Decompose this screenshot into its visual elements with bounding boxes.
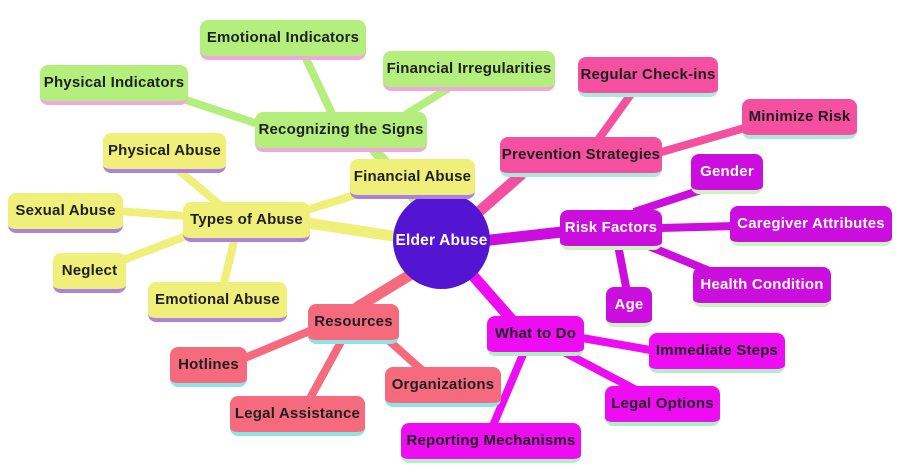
- edge-resources-to-legal-assistance: [304, 338, 346, 404]
- edge-risk-factors-to-caregiver-attributes: [659, 222, 737, 232]
- node-physical-abuse: Physical Abuse: [103, 133, 226, 173]
- node-resources: Resources: [308, 304, 399, 344]
- edge-types-of-abuse-to-neglect: [116, 229, 196, 266]
- node-sexual-abuse: Sexual Abuse: [8, 193, 123, 233]
- node-financial-abuse: Financial Abuse: [350, 159, 475, 199]
- edge-what-to-do-to-legal-options: [558, 346, 642, 396]
- node-organizations: Organizations: [385, 367, 501, 407]
- node-legal-assistance: Legal Assistance: [230, 396, 365, 436]
- edge-prevention-strategies-to-minimize-risk: [656, 123, 750, 157]
- node-what-to-do: What to Do: [487, 316, 584, 356]
- edge-prevention-strategies-to-root: [470, 169, 526, 221]
- node-elder-abuse: Elder Abuse: [393, 192, 490, 289]
- node-age: Age: [606, 287, 652, 327]
- edge-recognizing-the-signs-to-physical-indicators: [178, 94, 260, 128]
- node-caregiver-attributes: Caregiver Attributes: [730, 206, 892, 246]
- edge-what-to-do-to-immediate-steps: [581, 334, 657, 355]
- node-gender: Gender: [691, 154, 763, 194]
- edge-what-to-do-to-root: [463, 266, 517, 324]
- node-minimize-risk: Minimize Risk: [742, 99, 857, 139]
- edge-risk-factors-to-age: [614, 244, 631, 293]
- node-emotional-abuse: Emotional Abuse: [148, 282, 287, 322]
- edge-risk-factors-to-root: [481, 226, 563, 247]
- edge-resources-to-root: [353, 265, 421, 313]
- node-types-of-abuse: Types of Abuse: [183, 202, 310, 242]
- edge-prevention-strategies-to-regular-check-ins: [594, 87, 638, 143]
- edge-types-of-abuse-to-physical-abuse: [173, 164, 223, 209]
- node-financial-irregularities: Financial Irregularities: [383, 51, 555, 91]
- edge-what-to-do-to-reporting-mechanisms: [488, 350, 528, 430]
- node-neglect: Neglect: [53, 253, 126, 293]
- node-prevention-strategies: Prevention Strategies: [500, 137, 662, 177]
- edge-recognizing-the-signs-to-emotional-indicators: [299, 50, 336, 116]
- edge-types-of-abuse-to-emotional-abuse: [219, 236, 239, 288]
- node-reporting-mechanisms: Reporting Mechanisms: [401, 423, 581, 463]
- edge-types-of-abuse-to-sexual-abuse: [115, 207, 187, 220]
- node-immediate-steps: Immediate Steps: [649, 333, 785, 373]
- node-recognizing-the-signs: Recognizing the Signs: [255, 112, 427, 152]
- node-hotlines: Hotlines: [170, 347, 247, 387]
- node-legal-options: Legal Options: [605, 386, 720, 426]
- node-emotional-indicators: Emotional Indicators: [200, 20, 366, 60]
- node-health-condition: Health Condition: [693, 267, 831, 307]
- edge-resources-to-hotlines: [238, 326, 314, 364]
- node-physical-indicators: Physical Indicators: [40, 65, 188, 105]
- node-regular-check-ins: Regular Check-ins: [578, 57, 718, 97]
- node-risk-factors: Risk Factors: [560, 210, 662, 250]
